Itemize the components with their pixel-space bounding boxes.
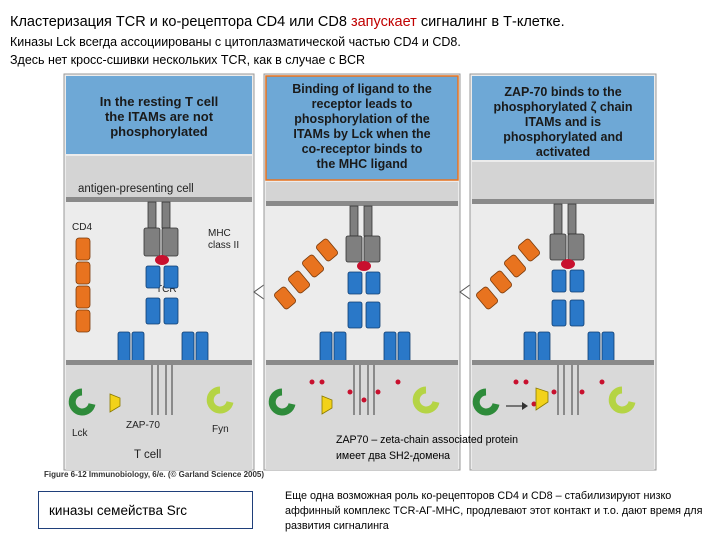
panel-resting: In the resting T cell the ITAMs are not … — [63, 73, 255, 471]
apc-membrane — [472, 199, 654, 204]
slide-subtitle-line2: Киназы Lck всегда ассоциированы с цитопл… — [10, 35, 461, 49]
fyn-kinase — [206, 386, 234, 414]
activation-arrowhead — [522, 402, 528, 410]
apc-membrane — [266, 201, 458, 206]
cd4-coreceptor — [476, 238, 540, 310]
itam-chains — [557, 365, 579, 415]
zap70-kinase — [535, 387, 549, 411]
cd4-label: CD4 — [72, 222, 92, 233]
coreceptor-role-note: Еще одна возможная роль ко-рецепторов CD… — [285, 490, 703, 532]
tcell-membrane — [266, 360, 458, 365]
panel-header — [472, 76, 654, 160]
panel-title-line: ITAMs by Lck when the — [293, 127, 430, 141]
itam-chains — [151, 365, 173, 415]
apc-membrane-area — [472, 162, 654, 202]
mhc-label: MHC — [208, 228, 231, 239]
apc-label: antigen-presenting cell — [78, 183, 194, 195]
panel-title-line: co-receptor binds to — [302, 142, 423, 156]
zap70-note-line: ZAP70 – zeta-chain associated protein — [336, 434, 518, 446]
title-part: Кластеризация TCR и ко-рецептора CD4 или… — [10, 14, 351, 30]
tcr-label: TCR — [156, 284, 177, 295]
peptide-antigen — [561, 259, 575, 269]
peptide-antigen — [357, 261, 371, 271]
mhc-molecule — [143, 201, 179, 257]
tcell-cytoplasm — [66, 362, 252, 470]
mhc-label: class II — [208, 240, 239, 251]
figure-caption: Figure 6-12 Immunobiology, 6/e. (© Garla… — [44, 470, 265, 479]
src-family-kinases-box: киназы семейства Src — [38, 491, 253, 529]
itam-chains — [353, 365, 375, 415]
tcell-label: T cell — [134, 449, 161, 461]
panel-title-line: ITAMs and is — [525, 115, 601, 129]
panel-title-line: ZAP-70 binds to the — [504, 85, 621, 99]
title-part: сигналинг в Т-клетке. — [416, 14, 565, 30]
panel-title-line: the ITAMs are not — [105, 109, 214, 124]
cd4-coreceptor — [274, 238, 338, 310]
zap70-note: ZAP70 – zeta-chain associated protein им… — [336, 432, 586, 464]
zap70-kinase — [321, 395, 333, 415]
cd4-coreceptor — [75, 237, 91, 333]
panel-title-line: phosphorylated ζ chain — [493, 100, 632, 114]
panel-title-line: phosphorylated — [110, 124, 208, 139]
mhc-molecule — [345, 205, 381, 263]
tcr-receptor — [523, 269, 615, 363]
zap70-kinase — [109, 393, 121, 413]
fyn-kinase — [608, 386, 636, 414]
panel-ligand-binding: Binding of ligand to the receptor leads … — [263, 73, 461, 471]
panel-header — [265, 75, 459, 181]
title-highlight: запускает — [350, 14, 417, 30]
panel-title-line: the MHC ligand — [317, 157, 408, 171]
zap70-label: ZAP-70 — [126, 420, 160, 431]
lck-kinase — [68, 388, 96, 416]
phospho-tyrosines — [513, 379, 605, 407]
panel-title-line: phosphorylated and — [503, 130, 622, 144]
apc-membrane-area — [66, 156, 252, 200]
lck-kinase — [268, 388, 296, 416]
panel-title-line: In the resting T cell — [100, 94, 218, 109]
panel-title-line: Binding of ligand to the — [292, 82, 432, 96]
panel-zap70-activation: ZAP-70 binds to the phosphorylated ζ cha… — [469, 73, 657, 471]
panel-header — [66, 76, 252, 154]
fyn-kinase — [412, 386, 440, 414]
zap70-note-line: имеет два SH2-домена — [336, 450, 451, 462]
panel-title-line: receptor leads to — [312, 97, 413, 111]
mhc-molecule — [549, 203, 585, 261]
fyn-label: Fyn — [212, 424, 229, 435]
phospho-tyrosines — [309, 379, 401, 403]
lck-label: Lck — [72, 428, 89, 439]
apc-membrane-area — [266, 182, 458, 204]
tcr-receptor — [117, 265, 209, 363]
tcell-cytoplasm — [472, 362, 654, 470]
panel-title-line: activated — [536, 145, 590, 159]
slide-subtitle-line3: Здесь нет кросс-сшивки нескольких TCR, к… — [10, 53, 366, 67]
tcell-membrane — [472, 360, 654, 365]
tcr-signaling-figure: In the resting T cell the ITAMs are not … — [60, 70, 660, 482]
peptide-antigen — [155, 255, 169, 265]
tcell-cytoplasm — [266, 362, 458, 470]
tcell-membrane — [66, 360, 252, 365]
lck-kinase — [472, 388, 500, 416]
panel-title-line: phosphorylation of the — [294, 112, 429, 126]
apc-membrane — [66, 197, 252, 202]
slide-title-line1: Кластеризация TCR и ко-рецептора CD4 или… — [10, 14, 565, 30]
